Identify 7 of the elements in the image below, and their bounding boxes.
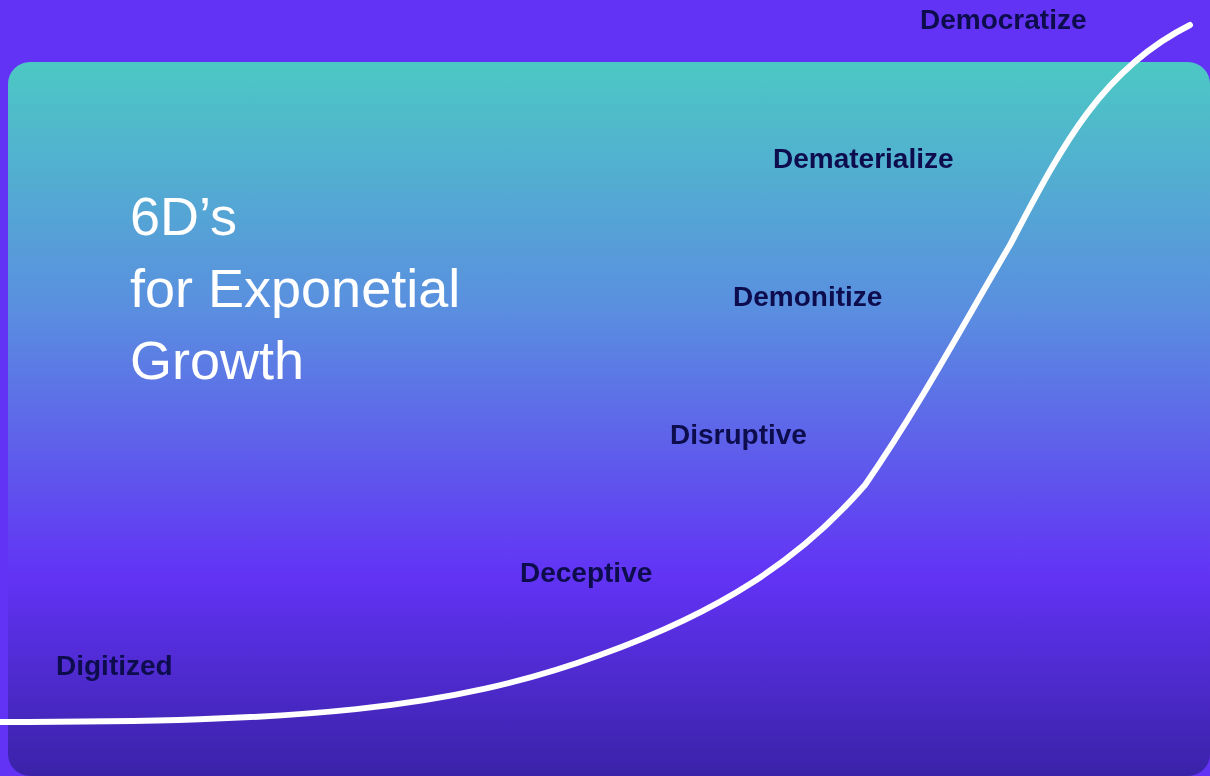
stage-label: Deceptive	[520, 557, 653, 589]
stage-label: Digitized	[56, 650, 173, 682]
stage-label: Disruptive	[670, 419, 807, 451]
stage-label: Democratize	[920, 4, 1087, 36]
stage-label: Demonitize	[733, 281, 883, 313]
diagram-title: 6D’s for Exponetial Growth	[130, 185, 462, 392]
stage-label: Dematerialize	[773, 143, 954, 175]
